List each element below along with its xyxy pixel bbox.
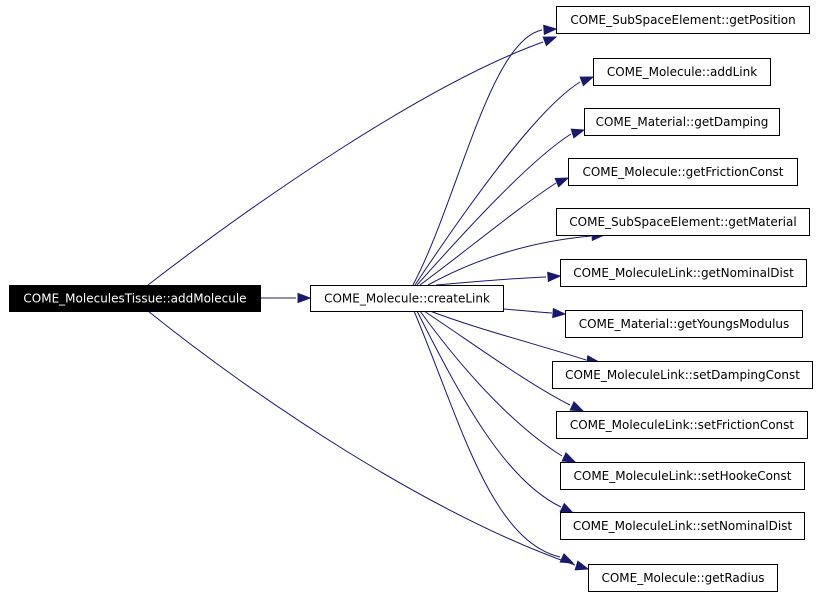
edge-createLink-to-getYoungsModulus	[502, 307, 567, 319]
node-label: COME_Molecule::getRadius	[601, 571, 764, 585]
node-label: COME_MoleculeLink::setNominalDist	[573, 519, 793, 533]
node-label: COME_Material::getDamping	[596, 115, 769, 129]
node-box	[584, 108, 780, 136]
edge-line	[413, 310, 561, 558]
node-label: COME_MoleculeLink::setHookeConst	[574, 469, 792, 483]
node-box	[556, 208, 810, 236]
node-label: COME_Molecule::addLink	[607, 65, 757, 79]
edge-line	[419, 310, 563, 457]
node-box	[552, 361, 813, 389]
node-box	[556, 411, 808, 439]
edge-addMolecule-to-createLink	[260, 292, 312, 304]
edge-line	[412, 29, 543, 286]
node-box	[560, 462, 805, 490]
edge-createLink-to-getRadius	[413, 310, 575, 564]
node-box	[9, 285, 261, 312]
node-setHookeConst[interactable]: COME_MoleculeLink::setHookeConst	[560, 462, 805, 490]
edge-line	[435, 276, 547, 286]
edge-createLink-to-getPosition	[412, 24, 558, 286]
edge-line	[429, 310, 587, 361]
arrowhead-icon	[559, 502, 575, 514]
arrowhead-icon	[552, 307, 567, 319]
node-box	[568, 158, 798, 186]
edge-line	[419, 182, 557, 286]
edge-line	[416, 310, 562, 508]
edge-createLink-to-setFrictionConst	[423, 310, 585, 412]
node-label: COME_MoleculeLink::getNominalDist	[573, 266, 794, 280]
edge-createLink-to-addLink	[414, 76, 595, 286]
arrowhead-icon	[579, 76, 595, 87]
arrowhead-icon	[569, 401, 585, 412]
node-createLink[interactable]: COME_Molecule::createLink	[310, 285, 504, 312]
edge-line	[423, 310, 571, 406]
edge-createLink-to-setHookeConst	[419, 310, 577, 463]
node-getPosition[interactable]: COME_SubSpaceElement::getPosition	[556, 6, 810, 34]
edge-line	[427, 235, 592, 286]
edges-layer	[147, 24, 606, 571]
edge-createLink-to-getDamping	[416, 128, 586, 286]
node-label: COME_SubSpaceElement::getMaterial	[569, 215, 796, 229]
arrowhead-icon	[574, 560, 590, 571]
arrowhead-icon	[543, 24, 558, 36]
node-getFrictionConst[interactable]: COME_Molecule::getFrictionConst	[568, 158, 798, 186]
node-label: COME_SubSpaceElement::getPosition	[570, 13, 795, 27]
edge-line	[147, 41, 544, 286]
edge-addMolecule-to-getRadius	[147, 310, 590, 571]
node-box	[560, 512, 805, 540]
node-setFrictionConst[interactable]: COME_MoleculeLink::setFrictionConst	[556, 411, 808, 439]
node-getDamping[interactable]: COME_Material::getDamping	[584, 108, 780, 136]
node-box	[556, 6, 810, 34]
arrowhead-icon	[542, 36, 558, 47]
edge-createLink-to-getNominalDist	[435, 271, 562, 286]
arrowhead-icon	[570, 128, 586, 139]
node-label: COME_Material::getYoungsModulus	[579, 317, 790, 331]
edge-line	[147, 310, 576, 566]
arrowhead-icon	[561, 452, 577, 463]
node-label: COME_MoleculeLink::setFrictionConst	[570, 418, 795, 432]
node-setDampingConst[interactable]: COME_MoleculeLink::setDampingConst	[552, 361, 813, 389]
node-box	[588, 564, 778, 592]
edge-addMolecule-to-getPosition	[147, 36, 558, 286]
node-label: COME_Molecule::getFrictionConst	[582, 165, 783, 179]
node-box	[560, 259, 807, 287]
node-addMolecule: COME_MoleculesTissue::addMolecule	[9, 285, 261, 312]
node-box	[593, 58, 771, 86]
node-addLink[interactable]: COME_Molecule::addLink	[593, 58, 771, 86]
node-label: COME_Molecule::createLink	[324, 292, 490, 306]
edge-createLink-to-setNominalDist	[416, 310, 575, 514]
node-getRadius[interactable]: COME_Molecule::getRadius	[588, 564, 778, 592]
edge-createLink-to-getFrictionConst	[419, 177, 570, 286]
edge-line	[414, 81, 581, 286]
node-getNominalDist[interactable]: COME_MoleculeLink::getNominalDist	[560, 259, 807, 287]
node-label: COME_MoleculeLink::setDampingConst	[565, 368, 800, 382]
arrowhead-icon	[297, 292, 312, 304]
node-getMaterial[interactable]: COME_SubSpaceElement::getMaterial	[556, 208, 810, 236]
node-setNominalDist[interactable]: COME_MoleculeLink::setNominalDist	[560, 512, 805, 540]
edge-line	[416, 133, 572, 286]
arrowhead-icon	[554, 177, 570, 188]
arrowhead-icon	[559, 553, 575, 564]
node-label: COME_MoleculesTissue::addMolecule	[23, 292, 246, 306]
node-box	[565, 310, 803, 338]
node-getYoungsModulus[interactable]: COME_Material::getYoungsModulus	[565, 310, 803, 338]
arrowhead-icon	[547, 271, 562, 283]
node-box	[310, 285, 504, 312]
edge-line	[502, 308, 553, 314]
